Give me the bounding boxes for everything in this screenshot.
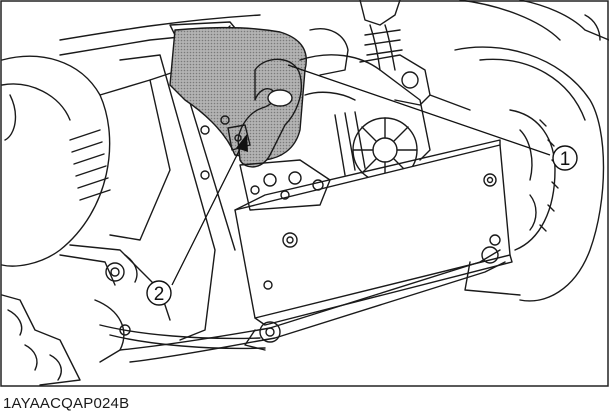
figure-code: 1AYAACQAP024B — [3, 395, 130, 412]
right-tire — [454, 46, 605, 302]
callout-2-label: 2 — [154, 284, 165, 305]
leader-line-1 — [287, 64, 551, 156]
air-cleaner-elbow — [237, 58, 302, 168]
callout-1-label: 1 — [560, 149, 571, 170]
leader-lines — [171, 64, 551, 286]
arrow-head-2 — [236, 134, 248, 152]
left-tire — [1, 55, 111, 267]
callout-2: 2 — [146, 280, 172, 306]
callout-1: 1 — [552, 145, 578, 171]
callout-2-circle — [146, 280, 172, 306]
machine-drawing — [1, 0, 609, 386]
leader-line-2 — [171, 142, 244, 286]
callout-1-circle — [552, 145, 578, 171]
